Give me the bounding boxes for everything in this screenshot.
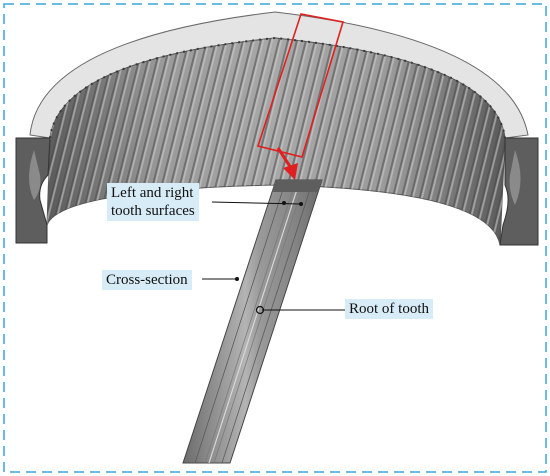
label-tooth-surfaces: Left and right tooth surfaces	[107, 183, 199, 221]
label-cross-section: Cross-section	[102, 270, 192, 290]
strip-edge-line-2	[204, 179, 297, 464]
red-arrow-head	[283, 163, 298, 180]
gear-cut-right-groove	[509, 150, 521, 205]
red-arrow-line	[276, 147, 293, 169]
strip-edge-line-3	[213, 179, 306, 464]
label-tooth-surfaces-line2: tooth surfaces	[111, 203, 195, 219]
strip-highlight-line	[208, 179, 301, 464]
gear-cut-left-groove	[29, 150, 41, 200]
marker-surface-left	[282, 201, 286, 205]
strip-edge-line-1	[194, 179, 287, 464]
dashed-frame	[3, 3, 547, 473]
strip-top-face	[272, 180, 322, 192]
highlight-box	[256, 13, 345, 158]
label-tooth-surfaces-line1: Left and right	[111, 185, 194, 201]
strip-edge-line-4	[221, 179, 314, 464]
gear-tooth-tips	[49, 36, 506, 139]
label-root-of-tooth: Root of tooth	[345, 299, 434, 319]
marker-cross-section	[235, 277, 239, 281]
tooth-strip	[182, 179, 323, 464]
gear-teeth	[47, 38, 505, 245]
marker-root	[255, 305, 265, 315]
marker-surface-right	[299, 202, 303, 206]
leader-surfaces	[211, 201, 302, 205]
